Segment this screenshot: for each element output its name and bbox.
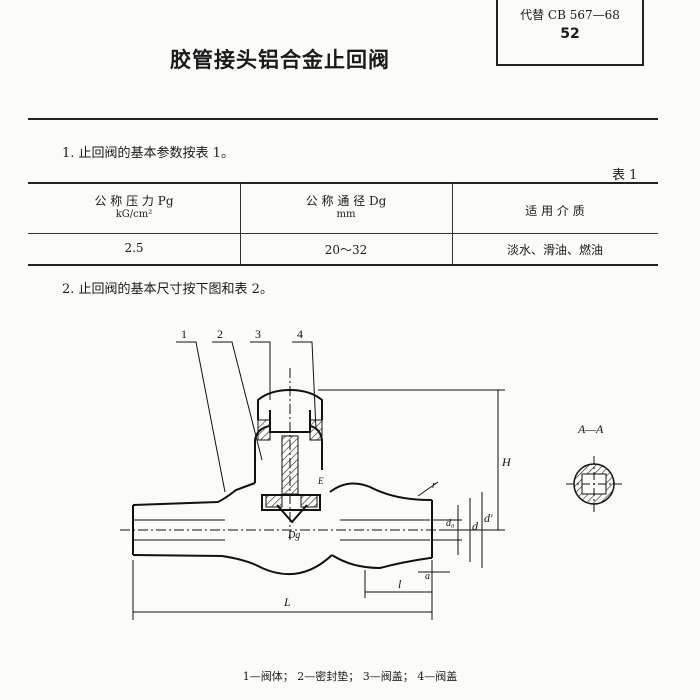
- table-1-col-divider-1: [240, 183, 241, 264]
- table-1-label: 表 1: [612, 168, 638, 183]
- part-label-2: 2: [217, 327, 223, 341]
- table-1-cell-medium: 淡水、滑油、燃油: [506, 243, 603, 257]
- table-1-top-rule: [28, 182, 658, 184]
- header-diameter-unit: mm: [336, 209, 356, 220]
- section-a-a-label: A—A: [577, 422, 604, 436]
- table-1-cell-diameter: 20～32: [324, 243, 368, 257]
- dim-label-h: H: [501, 455, 512, 469]
- section-2-text: 2. 止回阀的基本尺寸按下图和表 2。: [62, 282, 273, 297]
- table-1-header-pressure: 公 称 压 力 Pg kG/cm²: [28, 192, 240, 220]
- table-1-header-rule: [28, 233, 658, 234]
- header-pressure-unit: kG/cm²: [115, 209, 153, 220]
- divider-top: [28, 118, 658, 120]
- part-label-4: 4: [297, 327, 303, 341]
- table-1-cell-pressure: 2.5: [124, 241, 144, 255]
- dim-label-d: d: [472, 519, 479, 533]
- standard-code: 代替 CB 567—68: [520, 8, 620, 22]
- header-pressure-label: 公 称 压 力 Pg: [94, 194, 174, 208]
- table-1-col-divider-2: [452, 183, 453, 264]
- header-diameter-label: 公 称 通 径 Dg: [305, 194, 387, 208]
- dim-label-e: E: [317, 476, 324, 486]
- table-1-header-medium: 适 用 介 质: [525, 204, 585, 218]
- dim-label-dg: Dg: [287, 530, 300, 541]
- dim-label-d-prime: d': [484, 511, 493, 525]
- page-number: 52: [560, 26, 580, 42]
- dim-label-r: r: [432, 480, 436, 491]
- page-title: 胶管接头铝合金止回阀: [170, 48, 390, 72]
- table-1-header-diameter: 公 称 通 径 Dg mm: [240, 192, 452, 220]
- part-label-3: 3: [255, 327, 261, 341]
- dim-label-l-total: L: [283, 595, 291, 609]
- table-1-bottom-rule: [28, 264, 658, 266]
- part-label-1: 1: [181, 327, 187, 341]
- dim-label-d0: d₀: [446, 518, 455, 529]
- figure-caption: 1—阀体； 2—密封垫； 3—阀盖； 4—阀盖: [242, 670, 458, 683]
- standard-box: 代替 CB 567—68 52: [496, 0, 644, 66]
- section-1-text: 1. 止回阀的基本参数按表 1。: [62, 146, 234, 161]
- dim-label-l: l: [398, 577, 402, 591]
- dim-label-a: a: [425, 571, 430, 582]
